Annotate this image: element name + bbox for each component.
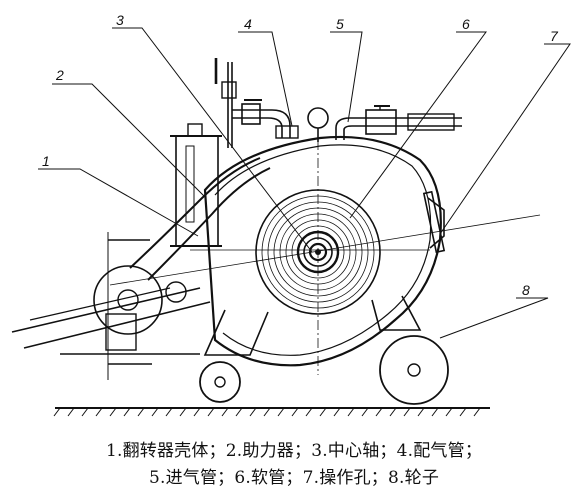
label-4: 4 — [244, 16, 252, 32]
center-shaft — [296, 230, 340, 274]
top-mast — [214, 58, 237, 148]
label-6: 6 — [462, 16, 470, 32]
hose-line — [129, 157, 261, 269]
pressure-gauge — [307, 107, 329, 142]
label-5: 5 — [336, 16, 344, 32]
small-wheel — [199, 361, 241, 403]
caption-line-1: 1.翻转器壳体；2.助力器；3.中心轴；4.配气管； — [105, 441, 483, 461]
label-3: 3 — [116, 12, 124, 28]
booster — [170, 123, 222, 247]
label-8: 8 — [522, 282, 530, 298]
label-2: 2 — [55, 67, 64, 83]
label-7: 7 — [550, 28, 559, 44]
leader-lines — [38, 27, 571, 339]
hose-reel — [255, 189, 381, 315]
label-1: 1 — [42, 153, 50, 169]
machine-drawing: 1 2 3 4 5 6 7 8 — [11, 12, 571, 417]
caption-line-2: 5.进气管；6.软管；7.操作孔；8.轮子 — [148, 468, 440, 488]
support-legs — [203, 295, 422, 356]
ground-line — [53, 407, 490, 417]
operating-hole — [422, 190, 446, 254]
front-arm — [11, 232, 211, 380]
air-distribution-pipe — [232, 99, 299, 139]
intake-pipe — [335, 105, 462, 140]
wheel — [379, 335, 449, 405]
